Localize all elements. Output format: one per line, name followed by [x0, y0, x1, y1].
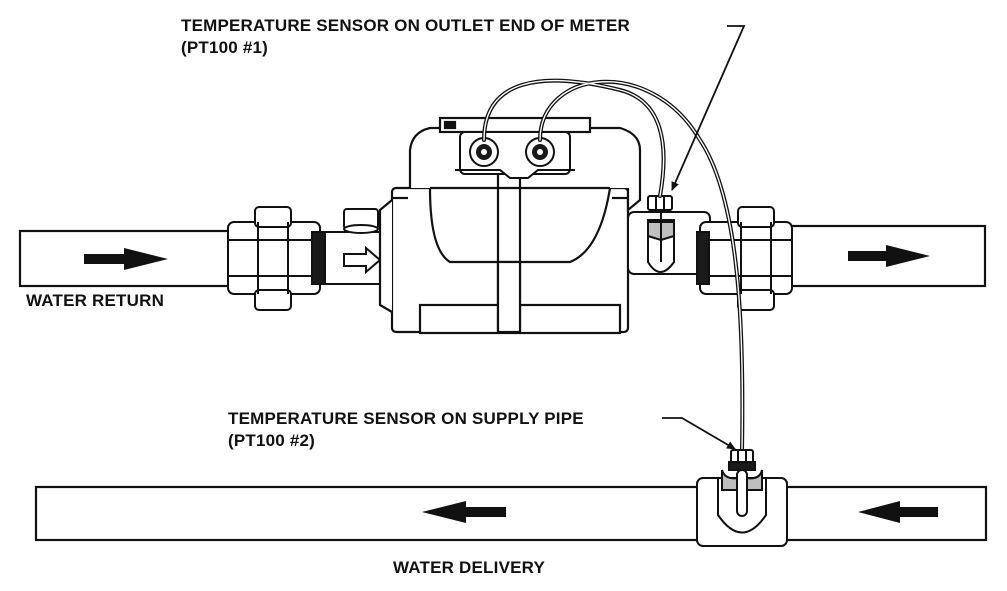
cable-gland-2 [525, 137, 555, 167]
water-return-label: WATER RETURN [26, 291, 165, 310]
right-union-coupling [696, 206, 793, 311]
delivery-pipe-body [34, 485, 988, 542]
outlet-sensor-pocket [627, 211, 711, 275]
delivery-pipe [34, 485, 988, 542]
supply-sensor-sublabel: (PT100 #2) [228, 431, 316, 450]
inlet-cap [343, 208, 379, 234]
cable-outlines [483, 80, 744, 451]
delivery-flow-arrow-left [422, 501, 506, 523]
outlet-sensor-label: TEMPERATURE SENSOR ON OUTLET END OF METE… [181, 16, 630, 35]
delivery-flow-arrow-right [858, 501, 938, 523]
leader-outlet-sensor [671, 25, 746, 191]
supply-sensor-label: TEMPERATURE SENSOR ON SUPPLY PIPE [228, 409, 584, 428]
return-flow-arrow-right [848, 245, 930, 267]
left-union-coupling [227, 206, 327, 311]
leader-lines [662, 25, 746, 450]
cable-gland-1 [469, 137, 499, 167]
supply-sensor-pocket [696, 469, 788, 547]
return-pipe [18, 224, 987, 288]
leader-supply-sensor [662, 417, 736, 450]
water-delivery-label: WATER DELIVERY [393, 558, 546, 577]
inlet-direction-arrow [343, 245, 382, 275]
return-flow-arrow-left [84, 248, 168, 270]
supply-sensor-nut [728, 449, 756, 471]
outlet-sensor-sublabel: (PT100 #1) [181, 38, 269, 57]
outlet-sensor-nut [647, 195, 673, 211]
